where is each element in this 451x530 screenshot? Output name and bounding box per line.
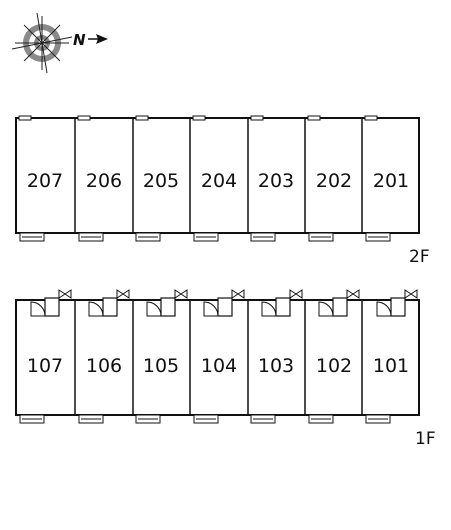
unit-102: 102 — [316, 355, 352, 377]
unit-202: 202 — [316, 170, 352, 192]
floor-2f: 207 206 205 204 203 202 201 2F — [15, 115, 430, 267]
floor-1f-meter-icons — [58, 289, 418, 299]
compass-rose-icon: N — [11, 12, 108, 74]
floor-1f-label: 1F — [415, 429, 436, 449]
unit-103: 103 — [258, 355, 294, 377]
unit-101: 101 — [373, 355, 409, 377]
unit-107: 107 — [27, 355, 63, 377]
unit-204: 204 — [201, 170, 237, 192]
floor-1f-walls — [74, 300, 363, 415]
floor-1f: 107 106 105 104 103 102 101 1F — [15, 289, 436, 449]
floor-1f-balconies — [19, 414, 391, 424]
unit-205: 205 — [143, 170, 179, 192]
floor-1f-door-swings — [30, 301, 392, 317]
compass-north-label: N — [73, 31, 86, 49]
floor-2f-window-markers — [18, 115, 378, 121]
unit-104: 104 — [201, 355, 237, 377]
floor-2f-walls — [74, 118, 363, 233]
unit-106: 106 — [86, 355, 122, 377]
unit-105: 105 — [143, 355, 179, 377]
floor-2f-label: 2F — [409, 247, 430, 267]
floor-2f-balconies — [19, 232, 391, 242]
floor-1f-entrance-alcoves — [44, 297, 406, 317]
unit-203: 203 — [258, 170, 294, 192]
unit-206: 206 — [86, 170, 122, 192]
unit-207: 207 — [27, 170, 63, 192]
unit-201: 201 — [373, 170, 409, 192]
